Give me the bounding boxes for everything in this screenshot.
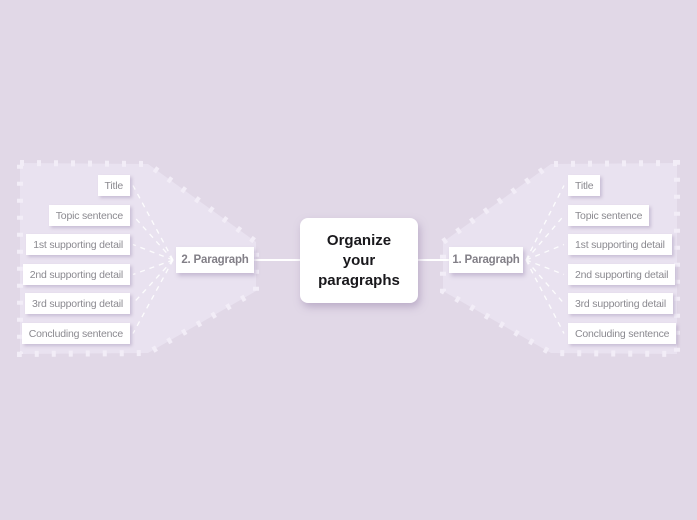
connector-right-subtopic-4 [525, 259, 565, 276]
node-paragraph-2[interactable]: 2. Paragraph [176, 247, 254, 273]
connector-left-subtopic-4 [132, 259, 174, 276]
boundary-right-branch-edge [440, 159, 680, 358]
subtopic-right-title[interactable]: Title [568, 175, 601, 196]
connector-right-subtopic-3 [525, 243, 565, 261]
subtopic-right-1st-detail[interactable]: 1st supporting detail [568, 234, 672, 255]
connector-left-subtopic-3 [132, 243, 174, 261]
subtopic-left-3rd-detail[interactable]: 3rd supporting detail [25, 293, 130, 314]
central-topic[interactable]: Organize your paragraphs [300, 218, 418, 303]
central-topic-line: your [342, 251, 376, 269]
subtopic-right-concluding[interactable]: Concluding sentence [568, 323, 677, 344]
subtopic-left-2nd-detail[interactable]: 2nd supporting detail [22, 264, 130, 285]
central-topic-line: paragraphs [318, 271, 400, 289]
connector-right-subtopic-6 [525, 259, 565, 334]
subtopic-right-3rd-detail[interactable]: 3rd supporting detail [568, 293, 673, 314]
subtopic-right-topic-sentence[interactable]: Topic sentence [568, 205, 650, 226]
central-topic-line: Organize [326, 231, 392, 249]
node-paragraph-1[interactable]: 1. Paragraph [449, 247, 523, 273]
connector-left-subtopic-1 [132, 185, 174, 261]
connector-right-subtopic-1 [525, 185, 565, 261]
subtopic-left-concluding[interactable]: Concluding sentence [21, 323, 130, 344]
connector-left-subtopic-6 [132, 259, 174, 334]
subtopic-left-1st-detail[interactable]: 1st supporting detail [26, 234, 130, 255]
subtopic-left-title[interactable]: Title [97, 175, 130, 196]
subtopic-left-topic-sentence[interactable]: Topic sentence [48, 205, 130, 226]
boundary-left-branch-edge [17, 159, 259, 358]
subtopic-right-2nd-detail[interactable]: 2nd supporting detail [568, 264, 676, 285]
